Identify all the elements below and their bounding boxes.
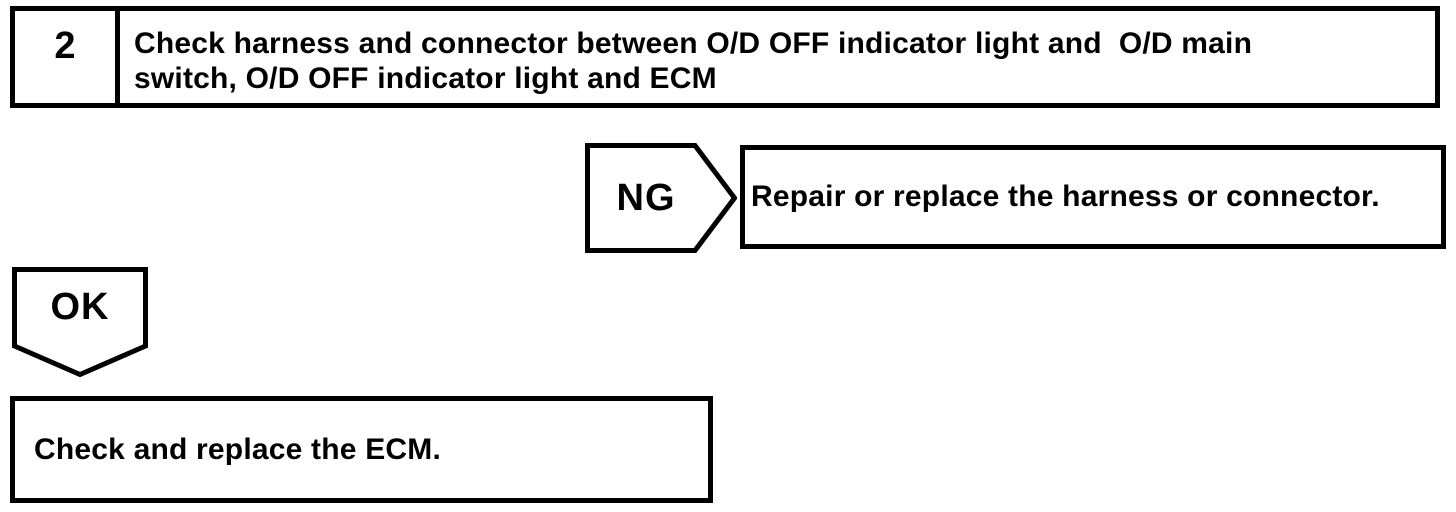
- result-box: Check and replace the ECM.: [10, 396, 713, 503]
- step-number-cell: 2: [15, 11, 120, 103]
- result-text: Check and replace the ECM.: [34, 432, 441, 466]
- step-instruction: Check harness and connector between O/D …: [134, 27, 1253, 95]
- ng-action-text: Repair or replace the harness or connect…: [751, 180, 1380, 213]
- step-number: 2: [54, 25, 76, 67]
- ng-action-box: Repair or replace the harness or connect…: [740, 145, 1446, 249]
- ok-connector-label: OK: [50, 285, 110, 328]
- ng-connector-label: NG: [616, 176, 676, 219]
- ng-arrow-right-icon: [585, 143, 737, 253]
- ok-arrow-down-icon: [12, 267, 148, 377]
- step-box: 2 Check harness and connector between O/…: [10, 6, 1440, 108]
